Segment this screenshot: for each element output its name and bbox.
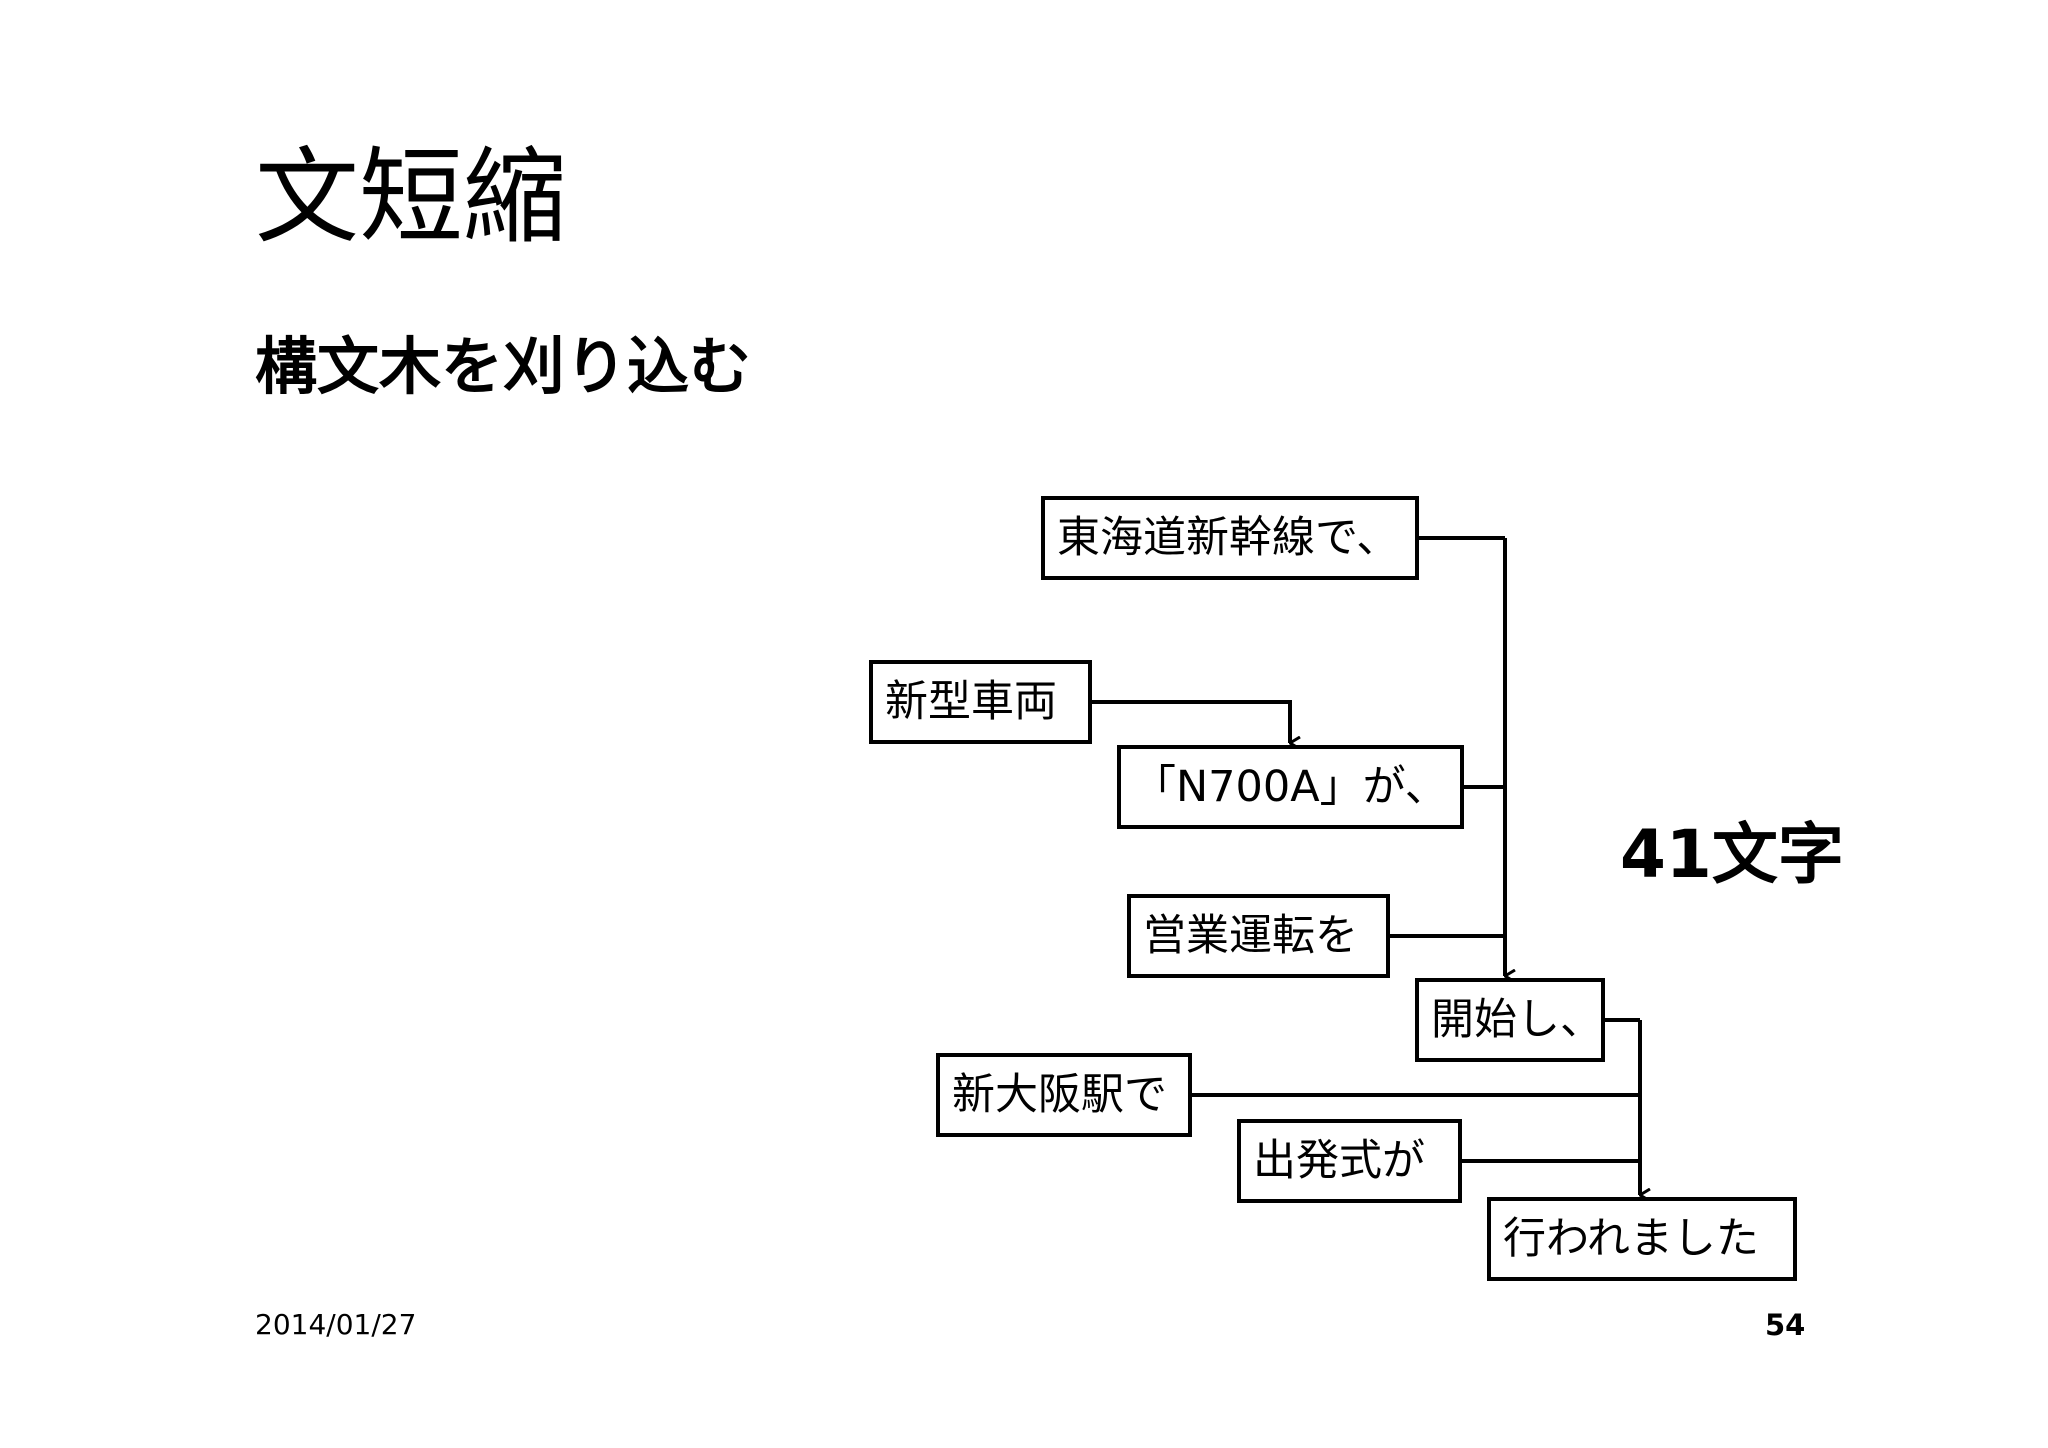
node-commercial-operation: 営業運転を: [1127, 894, 1390, 978]
node-new-model-car: 新型車両: [869, 660, 1092, 744]
slide-subtitle: 構文木を刈り込む: [255, 330, 752, 403]
node-departure-ceremony: 出発式が: [1237, 1119, 1462, 1203]
page-number: 54: [1765, 1308, 1806, 1342]
node-shin-osaka-station: 新大阪駅で: [936, 1053, 1192, 1137]
node-tokaido-shinkansen: 東海道新幹線で、: [1041, 496, 1419, 580]
node-was-held: 行われました: [1487, 1197, 1797, 1281]
slide-title: 文短縮: [255, 136, 568, 258]
edge-n2-n3: [1092, 700, 1290, 743]
node-n700a: 「N700A」が、: [1117, 745, 1464, 829]
footer-date: 2014/01/27: [255, 1308, 417, 1341]
character-count-label: 41文字: [1620, 816, 1844, 893]
node-started: 開始し、: [1415, 978, 1605, 1062]
